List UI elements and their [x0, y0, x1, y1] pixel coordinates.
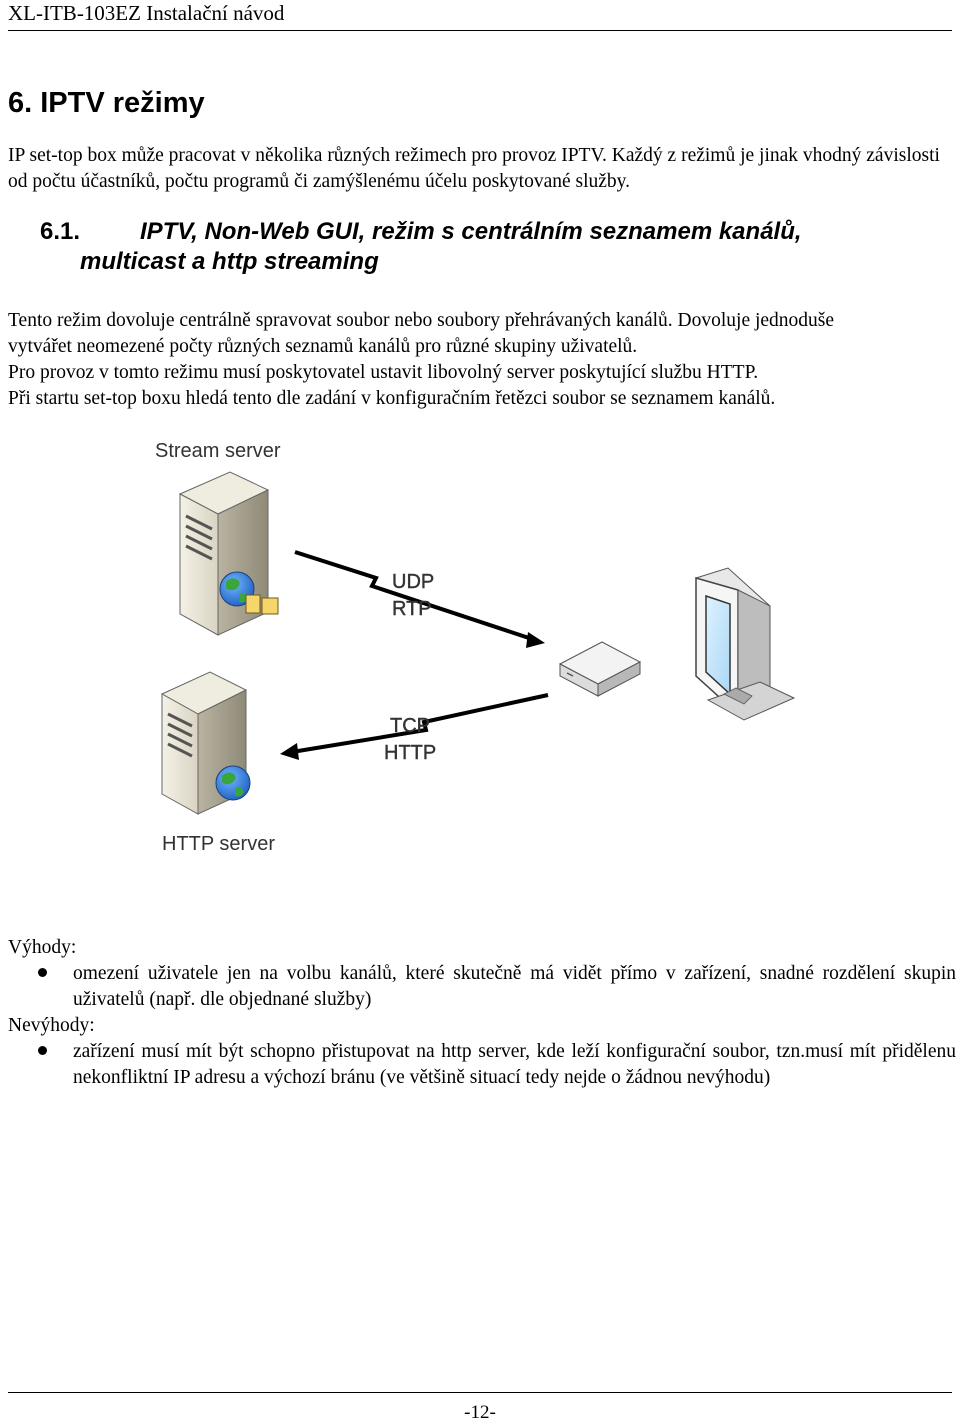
- page-header: XL-ITB-103EZ Instalační návod: [8, 0, 952, 34]
- http-protocol-label: HTTP: [384, 742, 436, 764]
- arrow-icon: [294, 550, 545, 648]
- footer-divider: [8, 1392, 952, 1393]
- intro-paragraph: IP set-top box může pracovat v několika …: [8, 145, 940, 192]
- monitor-icon: [695, 567, 796, 721]
- bullet-icon: [38, 1046, 47, 1055]
- subsection-title-line2: multicast a http streaming: [80, 248, 379, 275]
- advantages-label: Výhody:: [8, 937, 77, 958]
- body-line: vytvářet neomezené počty různých seznamů…: [8, 336, 638, 357]
- bullet-icon: [38, 968, 47, 977]
- stream-server-label: Stream server: [155, 440, 281, 462]
- subsection-title-line1: IPTV, Non-Web GUI, režim s centrálním se…: [140, 218, 802, 245]
- folder-icon: [245, 594, 279, 615]
- tcp-label: TCP: [390, 715, 430, 737]
- arrow-icon: [280, 693, 549, 760]
- disadvantage-item: zařízení musí mít být schopno přistupova…: [73, 1041, 956, 1088]
- body-line: Při startu set-top boxu hledá tento dle …: [8, 388, 776, 409]
- udp-label: UDP: [392, 571, 434, 593]
- set-top-box-icon: [558, 641, 642, 697]
- network-diagram: Stream server HTTP server: [155, 440, 796, 855]
- subsection-number: 6.1.: [40, 218, 81, 245]
- http-server-label: HTTP server: [162, 833, 275, 855]
- advantage-item: omezení uživatele jen na volbu kanálů, k…: [73, 963, 956, 1010]
- rtp-label: RTP: [392, 598, 432, 620]
- page-number: -12-: [464, 1402, 496, 1423]
- disadvantages-label: Nevýhody:: [8, 1015, 95, 1036]
- subsection-body: Tento režim dovoluje centrálně spravovat…: [8, 308, 958, 412]
- document-title: XL-ITB-103EZ Instalační návod: [8, 1, 285, 25]
- header-divider: [8, 30, 952, 31]
- body-line: Pro provoz v tomto režimu musí poskytova…: [8, 362, 759, 383]
- section-heading: 6. IPTV režimy: [8, 87, 205, 119]
- body-line: Tento režim dovoluje centrálně spravovat…: [8, 310, 835, 331]
- globe-icon: [215, 765, 251, 801]
